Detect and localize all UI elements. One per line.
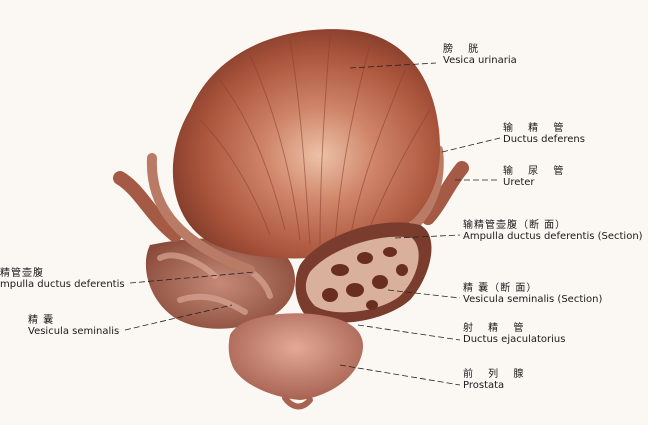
label-cn: 射 精 管 (463, 323, 530, 334)
left-ureter (113, 171, 182, 242)
label-ampulla-section: 输精管壶腹（断 面） Ampulla ductus deferentis (Se… (463, 220, 643, 242)
label-cn: 前 列 腺 (463, 369, 530, 380)
label-en: Prostata (463, 380, 505, 391)
leader-lines (124, 62, 501, 386)
label-en: Ductus deferens (503, 134, 585, 145)
bladder (172, 29, 440, 259)
label-en: Vesica urinaria (443, 55, 517, 66)
left-ductus-deferens (146, 153, 255, 275)
left-seminal-vesicle (145, 238, 295, 329)
label-en: Vesicula seminalis (28, 326, 120, 337)
label-en: Ampulla ductus deferentis (Section) (463, 231, 643, 242)
label-cn: 膀 胱 (443, 44, 485, 55)
label-cn: 精管壶腹 (0, 268, 44, 279)
label-ductus-deferens: 输 精 管 Ductus deferens (503, 123, 585, 145)
label-cn: 输 精 管 (503, 123, 570, 134)
label-en: Ductus ejaculatorius (463, 334, 566, 345)
label-cn: 精 囊（断 面） (463, 283, 538, 294)
label-vesicula-section: 精 囊（断 面） Vesicula seminalis (Section) (463, 283, 602, 305)
label-en: Vesicula seminalis (Section) (463, 294, 603, 305)
right-ureter (421, 161, 469, 225)
right-seminal-vesicle-section (295, 222, 432, 323)
label-cn: 精 囊 (28, 315, 55, 326)
label-ampulla-left: 精管壶腹 mpulla ductus deferentis (0, 268, 125, 290)
label-vesicula-left: 精 囊 Vesicula seminalis (28, 315, 119, 337)
label-prostata: 前 列 腺 Prostata (463, 369, 529, 391)
label-ureter: 输 尿 管 Ureter (503, 166, 569, 188)
prostate (228, 313, 364, 410)
label-cn: 输 尿 管 (503, 166, 570, 177)
label-en: mpulla ductus deferentis (0, 279, 125, 290)
label-ductus-ejaculatorius: 射 精 管 Ductus ejaculatorius (463, 323, 565, 345)
label-vesica-urinaria: 膀 胱 Vesica urinaria (443, 44, 517, 66)
label-en: Ureter (503, 177, 535, 188)
label-cn: 输精管壶腹（断 面） (463, 220, 567, 231)
